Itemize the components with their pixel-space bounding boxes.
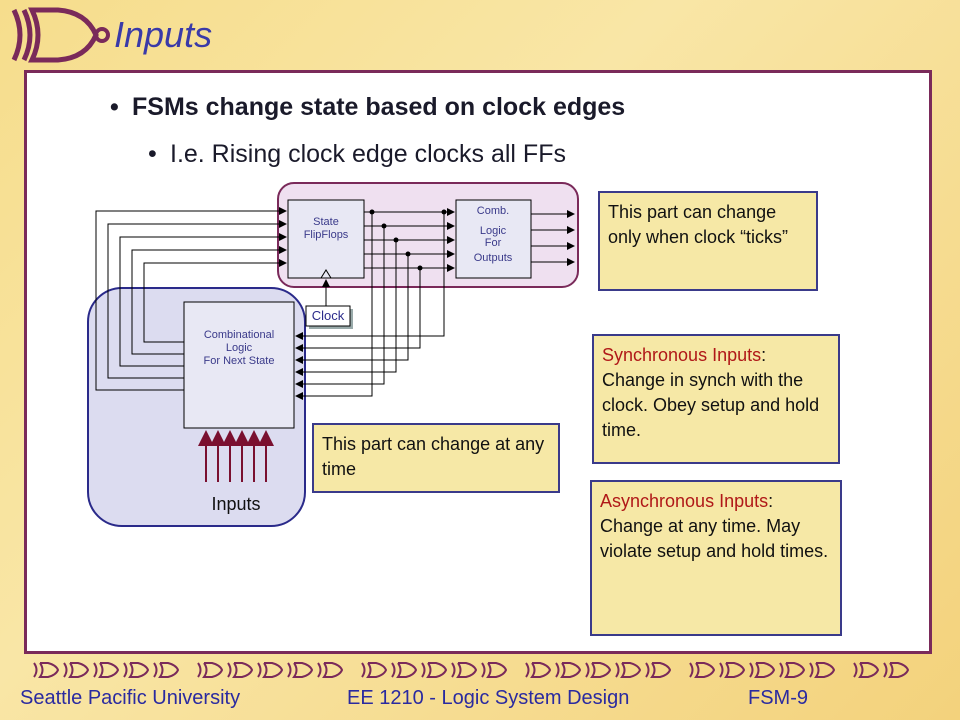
state-flipflops-block bbox=[287, 199, 365, 279]
bullet-text: FSMs change state based on clock edges bbox=[132, 93, 626, 121]
async-body: : Change at any time. May violate setup … bbox=[600, 491, 829, 561]
footer-slide-id: FSM-9 bbox=[748, 687, 808, 709]
bullet-dot-icon: • bbox=[148, 140, 157, 168]
logic-gate-border-icon bbox=[33, 662, 910, 678]
logic-gate-logo-icon bbox=[11, 7, 110, 63]
async-title: Asynchronous Inputs bbox=[600, 491, 769, 511]
state-ff-label-1: State bbox=[313, 216, 339, 228]
comb-out-label-4: Outputs bbox=[474, 252, 513, 264]
footer-university: Seattle Pacific University bbox=[20, 687, 241, 709]
comb-out-label-2: Logic bbox=[480, 225, 507, 237]
feedback-wires bbox=[95, 207, 287, 391]
bullet-text: I.e. Rising clock edge clocks all FFs bbox=[170, 140, 566, 168]
slide-title: Inputs bbox=[114, 14, 213, 55]
inputs-label: Inputs bbox=[211, 494, 260, 514]
bullet-level-2: • I.e. Rising clock edge clocks all FFs bbox=[148, 140, 566, 169]
state-ff-label-2: FlipFlops bbox=[304, 229, 349, 241]
note-any-time: This part can change at any time bbox=[312, 423, 560, 493]
clock-label: Clock bbox=[312, 308, 345, 323]
note-asynchronous-inputs: Asynchronous Inputs: Change at any time.… bbox=[590, 480, 842, 636]
comb-out-label-3: For bbox=[485, 237, 502, 249]
comb-next-label-2: Logic bbox=[226, 342, 253, 354]
sync-body: : Change in synch with the clock. Obey s… bbox=[602, 345, 820, 440]
footer-course: EE 1210 - Logic System Design bbox=[347, 687, 630, 709]
next-state-logic-block bbox=[183, 301, 295, 429]
comb-next-label-1: Combinational bbox=[204, 329, 274, 341]
output-logic-block bbox=[455, 199, 532, 279]
note-synchronous-inputs: Synchronous Inputs: Change in synch with… bbox=[592, 334, 840, 464]
bullet-dot-icon: • bbox=[110, 93, 119, 121]
input-arrows bbox=[198, 430, 274, 482]
clock-triangle-icon bbox=[320, 269, 332, 279]
comb-out-label-1: Comb. bbox=[477, 205, 509, 217]
state-wires bbox=[295, 208, 575, 400]
comb-next-label-3: For Next State bbox=[204, 355, 275, 367]
clock-box bbox=[305, 305, 351, 327]
sync-title: Synchronous Inputs bbox=[602, 345, 762, 365]
bullet-level-1: • FSMs change state based on clock edges bbox=[110, 93, 625, 122]
note-clock-ticks: This part can change only when clock “ti… bbox=[598, 191, 818, 291]
